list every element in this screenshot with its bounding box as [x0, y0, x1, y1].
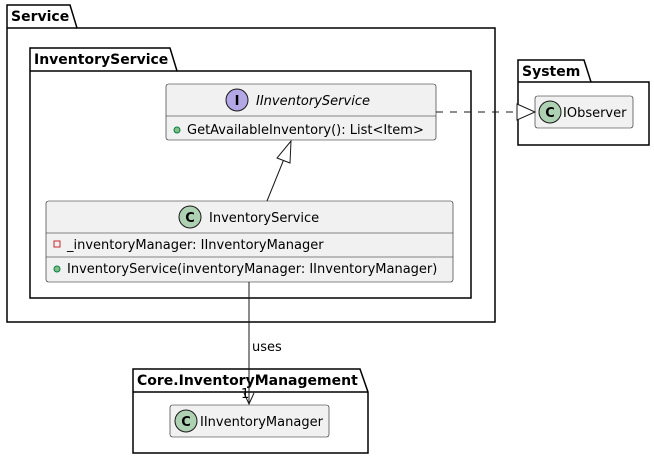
public-method-icon	[53, 265, 61, 273]
package-title-service: Service	[11, 9, 69, 25]
realization-edge	[436, 103, 537, 121]
svg-text:C: C	[185, 211, 195, 226]
interface-name: IInventoryService	[256, 94, 370, 109]
svg-text:C: C	[545, 106, 555, 121]
class-badge-icon	[178, 205, 202, 229]
package-title-inventory-service: InventoryService	[34, 52, 168, 68]
uses-arrowhead	[243, 392, 255, 406]
class-iobserver: C IObserver	[534, 95, 634, 129]
uses-label: uses	[252, 340, 282, 355]
public-method-icon	[173, 126, 181, 134]
class-name: InventoryService	[209, 211, 319, 226]
generalization-arrowhead	[276, 139, 292, 164]
package-title-system: System	[522, 64, 580, 80]
class-badge-icon	[538, 100, 562, 124]
svg-text:C: C	[181, 415, 191, 430]
private-field-icon	[53, 240, 61, 248]
class-badge-icon	[174, 409, 198, 433]
package-title-core: Core.InventoryManagement	[137, 373, 358, 389]
class-name: IObserver	[563, 106, 627, 121]
class-field: _inventoryManager: IInventoryManager	[66, 238, 324, 253]
class-name: IInventoryManager	[200, 415, 324, 430]
interface-badge-icon	[225, 88, 249, 112]
uses-edge: uses 1	[241, 282, 282, 406]
uses-multiplicity: 1	[241, 387, 249, 402]
interface-iinventoryservice: I IInventoryService GetAvailableInventor…	[165, 83, 437, 141]
realization-arrowhead	[516, 103, 537, 121]
class-iinventorymanager: C IInventoryManager	[169, 404, 330, 438]
interface-method: GetAvailableInventory(): List<Item>	[187, 123, 424, 138]
class-inventoryservice: C InventoryService _inventoryManager: II…	[45, 200, 454, 283]
generalization-edge	[266, 139, 292, 202]
class-method: InventoryService(inventoryManager: IInve…	[67, 262, 437, 277]
svg-text:I: I	[235, 94, 240, 109]
